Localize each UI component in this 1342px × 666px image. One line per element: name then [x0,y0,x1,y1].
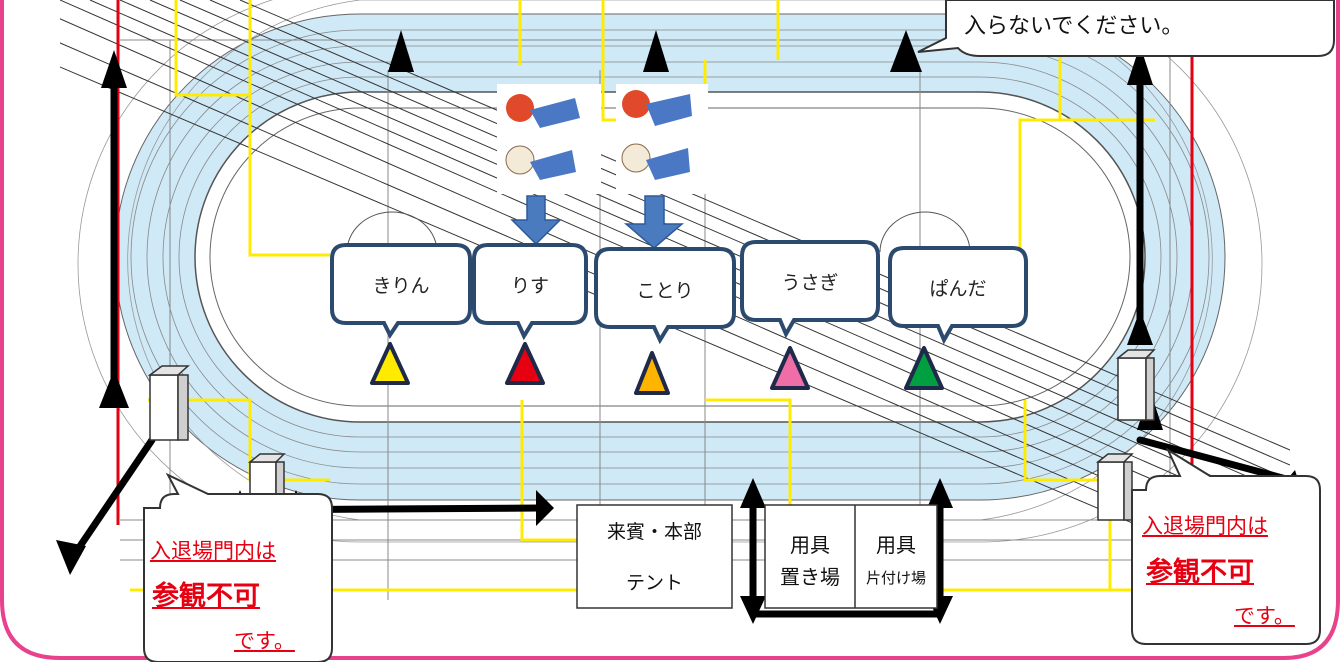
children-illustration [497,84,708,194]
gate-note-right-line2: 参観不可 [1146,557,1254,588]
team-callouts [330,240,1028,345]
team-label-kotori: ことり [636,280,694,302]
equipment-cleanup-line1: 用具 [876,533,916,557]
tent-label-line2: テント [625,572,683,594]
gate-note-left-line2: 参観不可 [152,581,260,612]
facility-boxes [576,504,938,609]
gate-note-right-line1: 入退場門内は [1142,514,1268,538]
team-marker-kirin [370,342,410,385]
top-note-bubble [917,0,1335,57]
team-marker-kotori [634,351,670,395]
team-marker-risu [505,342,545,385]
blue-down-arrows [510,195,685,249]
equipment-storage-line1: 用具 [790,533,830,557]
team-markers [370,342,944,395]
equipment-storage-line2: 置き場 [780,565,840,589]
gate-note-left-line1: 入退場門内は [150,539,276,563]
gate-note-left-line3: です。 [234,629,295,653]
team-marker-panda [904,346,944,390]
team-marker-usagi [770,346,810,390]
gate-note-bubbles [143,447,1321,663]
team-label-kirin: きりん [372,275,430,297]
gate-note-right-line3: です。 [1234,604,1295,628]
team-label-usagi: うさぎ [781,272,839,294]
top-note-text: 入らないでください。 [964,14,1184,39]
team-label-panda: ぱんだ [929,278,987,300]
team-label-risu: りす [510,275,549,297]
center-arcs [346,211,971,253]
equipment-cleanup-line2: 片付け場 [865,569,926,587]
tent-label-line1: 来賓・本部 [606,521,702,543]
